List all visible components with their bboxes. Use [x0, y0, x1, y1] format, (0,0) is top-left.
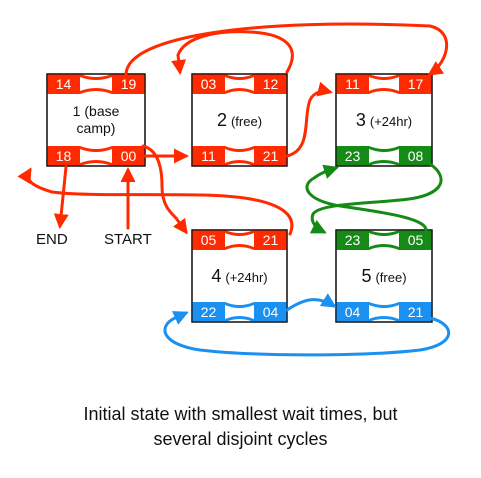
arrow-2-loop [171, 30, 294, 75]
node-title: 4 (+24hr) [211, 266, 267, 286]
top-left-time: 23 [345, 232, 361, 248]
top-right-tab [254, 230, 287, 250]
node-title: 3 (+24hr) [356, 110, 412, 130]
node-number: 2 [217, 110, 227, 130]
bottom-left-tab [192, 146, 225, 166]
node-3: 11 17 23 08 3 (+24hr) [335, 73, 433, 167]
node-outline [46, 73, 146, 167]
node-outline [335, 229, 433, 323]
bottom-right-tab [254, 146, 287, 166]
arrow-to-end [53, 165, 69, 229]
bottom-left-time: 18 [56, 148, 72, 164]
top-left-time: 11 [345, 76, 360, 92]
top-right-time: 19 [121, 76, 137, 92]
top-right-time: 21 [263, 232, 279, 248]
bottom-left-tab [336, 146, 369, 166]
top-right-tab [399, 230, 432, 250]
bottom-gap [225, 149, 254, 163]
node-number: 4 [211, 266, 221, 286]
node-title: 2 (free) [217, 110, 262, 130]
bottom-right-time: 21 [263, 148, 279, 164]
node-label: (+24hr) [370, 114, 412, 129]
bottom-right-time: 04 [263, 304, 279, 320]
arrow-4-to-1 [17, 167, 294, 236]
arrow-1-to-4 [141, 144, 188, 235]
bottom-left-tab [47, 146, 80, 166]
top-left-time: 14 [56, 76, 72, 92]
arrow-5-to-4 [163, 311, 451, 357]
top-gap [369, 233, 399, 247]
arrow-2-to-3 [285, 81, 333, 158]
bottom-left-tab [192, 302, 225, 322]
bottom-right-time: 00 [121, 148, 137, 164]
start-label: START [104, 231, 152, 248]
node-title: 1(base [73, 103, 120, 119]
node-outline [191, 229, 288, 323]
arrow-3-to-5 [309, 162, 443, 234]
top-right-tab [254, 74, 287, 94]
top-gap [225, 77, 254, 91]
node-label-line2: camp) [77, 120, 116, 136]
top-left-tab [192, 74, 225, 94]
bottom-gap [225, 305, 254, 319]
top-gap [225, 233, 254, 247]
caption-line1: Initial state with smallest wait times, … [83, 404, 398, 424]
bottom-left-time: 04 [345, 304, 361, 320]
node-label: (free) [375, 270, 406, 285]
top-left-tab [336, 74, 369, 94]
arrow-loop-1-top [124, 22, 449, 76]
bottom-gap [80, 149, 112, 163]
end-label: END [36, 231, 68, 248]
top-left-tab [336, 230, 369, 250]
top-gap [80, 77, 112, 91]
node-label: (free) [231, 114, 262, 129]
bottom-right-time: 21 [408, 304, 424, 320]
caption-line2: several disjoint cycles [153, 429, 328, 449]
bottom-right-time: 08 [408, 148, 424, 164]
top-right-time: 17 [408, 76, 424, 92]
top-right-tab [112, 74, 145, 94]
top-left-time: 05 [201, 232, 217, 248]
bottom-right-tab [399, 302, 432, 322]
red-connections [17, 22, 449, 236]
arrow-5-to-3 [305, 164, 428, 234]
bottom-right-tab [254, 302, 287, 322]
top-left-tab [192, 230, 225, 250]
node-title: 5 (free) [361, 266, 406, 286]
node-outline [191, 73, 288, 167]
bottom-left-time: 23 [345, 148, 361, 164]
node-number: 5 [361, 266, 371, 286]
bottom-right-tab [399, 146, 432, 166]
top-right-time: 05 [408, 232, 424, 248]
top-right-time: 12 [263, 76, 279, 92]
top-right-tab [399, 74, 432, 94]
green-connections [305, 162, 443, 234]
node-2: 03 12 11 21 2 (free) [191, 73, 288, 167]
bottom-left-tab [336, 302, 369, 322]
bottom-left-time: 11 [201, 148, 216, 164]
node-number: 3 [356, 110, 366, 130]
node-label: (+24hr) [225, 270, 267, 285]
top-gap [369, 77, 399, 91]
arrow-4-to-5 [285, 293, 337, 312]
node-label-line1: (base [84, 103, 119, 119]
node-4: 05 21 22 04 4 (+24hr) [191, 229, 288, 323]
bottom-gap [369, 149, 399, 163]
top-left-tab [47, 74, 80, 94]
node-5: 23 05 04 21 5 (free) [335, 229, 433, 323]
bottom-gap [369, 305, 399, 319]
node-outline [335, 73, 433, 167]
bottom-right-tab [112, 146, 145, 166]
blue-connections [163, 293, 451, 357]
bottom-left-time: 22 [201, 304, 217, 320]
node-number: 1 [73, 103, 81, 119]
caption: Initial state with smallest wait times, … [0, 402, 481, 452]
top-left-time: 03 [201, 76, 217, 92]
